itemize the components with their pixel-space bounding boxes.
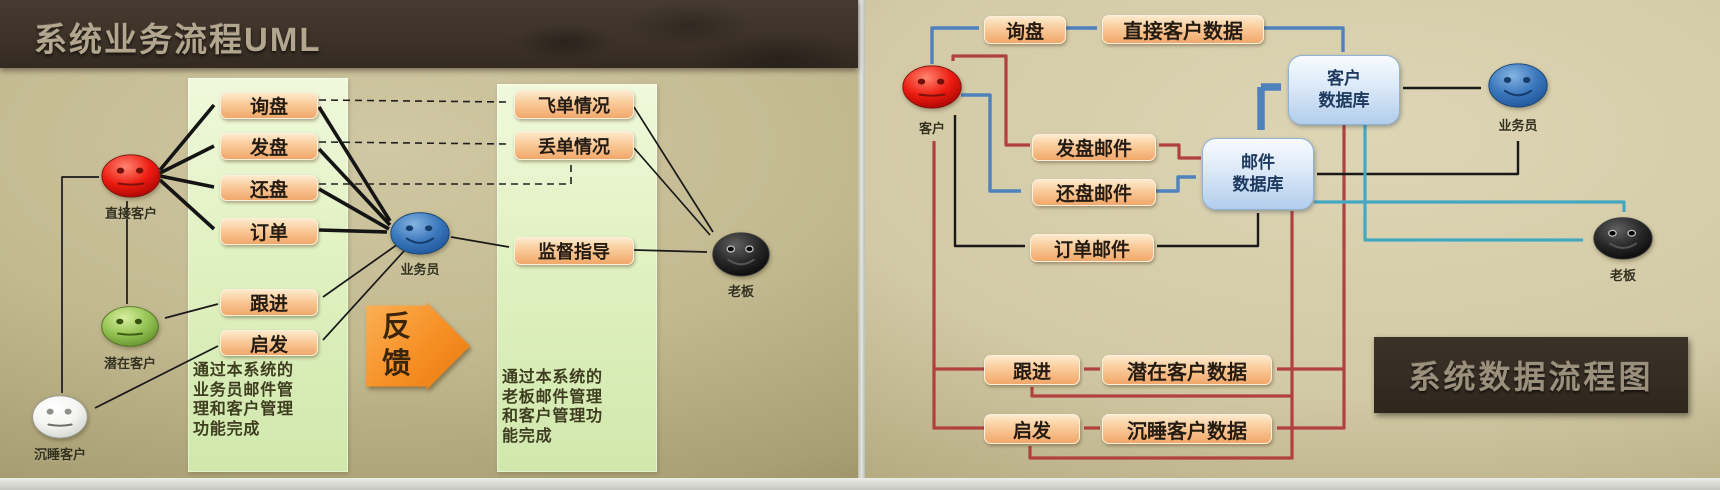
box-direct-customer-data: 直接客户数据 — [1102, 15, 1264, 44]
boss-data-smiley-icon — [1592, 216, 1654, 262]
box-dormant-customer-data: 沉睡客户数据 — [1102, 414, 1272, 444]
right-slide-title: 系统数据流程图 — [1408, 359, 1654, 395]
right-slide-title-box: 系统数据流程图 — [1374, 337, 1688, 413]
direct-customer-smiley-icon — [100, 153, 162, 200]
salesperson-label: 业务员 — [400, 262, 440, 277]
boss-smiley-icon — [711, 231, 771, 279]
arrow-salesperson-inspire — [322, 250, 405, 341]
flow-inspire-customer — [932, 141, 984, 430]
customer-db-line1: 客户 — [1327, 68, 1361, 88]
mail-db-line1: 邮件 — [1241, 152, 1275, 172]
direct-customer-label: 直接客户 — [104, 206, 157, 221]
salesperson-smiley-icon — [389, 211, 451, 257]
dashed-offer-lost-order — [318, 141, 508, 145]
potential-customer-label: 潜在客户 — [103, 356, 156, 371]
box-inspire: 启发 — [220, 330, 318, 356]
flow-customer-counter-mail — [961, 93, 1021, 193]
flow-customer-db-boss — [1363, 124, 1583, 242]
arrow-salesperson-followup — [322, 243, 399, 298]
box-inquiry-data: 询盘 — [984, 16, 1066, 44]
feedback-arrow: 反馈 — [366, 302, 470, 390]
box-fly-order: 飞单情况 — [514, 90, 634, 119]
customer-database-box: 客户 数据库 — [1288, 55, 1400, 125]
box-lost-order: 丢单情况 — [514, 131, 634, 160]
flow-customer-order-mail — [953, 115, 1025, 248]
arrow-direct-customer-offer — [159, 144, 215, 175]
box-counter-offer-mail: 还盘邮件 — [1032, 179, 1156, 206]
arrow-lost-order-boss — [633, 147, 711, 236]
flow-direct-data-customer-db — [1263, 26, 1345, 52]
box-supervise: 监督指导 — [514, 237, 634, 265]
boss-label: 老板 — [727, 284, 754, 299]
arrow-inspire-dormant-customer — [94, 345, 219, 409]
flow-mail-db-boss — [1314, 200, 1626, 212]
boss-data-label: 老板 — [1609, 268, 1636, 283]
dashed-counter-lost-order — [319, 163, 572, 185]
box-counter-offer: 还盘 — [220, 175, 318, 201]
arrow-fly-order-boss — [633, 106, 714, 233]
flow-customer-inquiry — [930, 26, 979, 64]
arrow-salesperson-counter — [318, 187, 390, 231]
flow-mail-db-followup — [1030, 211, 1294, 398]
left-slide-header: 系统业务流程UML — [0, 0, 858, 68]
box-inspire-data: 启发 — [984, 414, 1080, 444]
customer-smiley-icon — [901, 64, 963, 111]
slide-divider — [858, 0, 865, 490]
flow-mail-db-inspire — [1028, 396, 1294, 460]
dormant-customer-smiley-icon — [31, 394, 89, 441]
flow-order-mail-mail-db — [1157, 213, 1260, 248]
arrow-direct-customer-order — [158, 178, 216, 231]
flow-offer-mail-customer — [951, 54, 1030, 147]
dormant-customer-label: 沉睡客户 — [33, 447, 86, 462]
salesperson-data-smiley-icon — [1487, 62, 1549, 110]
feedback-label: 反馈 — [382, 311, 412, 380]
box-potential-customer-data: 潜在客户数据 — [1102, 355, 1272, 385]
note-boss-system: 通过本系统的老板邮件管理和客户管理功能完成 — [502, 369, 603, 445]
arrow-direct-customer-counter — [159, 174, 215, 189]
salesperson-data-label: 业务员 — [1498, 118, 1538, 133]
potential-customer-smiley-icon — [100, 305, 160, 349]
box-follow-up: 跟进 — [220, 289, 318, 316]
flow-mail-db-salesperson — [1317, 141, 1520, 176]
arrow-followup-potential-customer — [164, 303, 219, 319]
box-offer: 发盘 — [220, 133, 318, 160]
flow-mail-db-offer-mail — [1159, 143, 1201, 160]
arrow-dormant-to-direct-customer — [61, 176, 99, 393]
arrow-direct-customer-inquiry — [158, 103, 216, 172]
left-slide-title: 系统业务流程UML — [34, 21, 322, 58]
customer-db-line2: 数据库 — [1318, 91, 1370, 110]
box-order-mail: 订单邮件 — [1030, 234, 1154, 262]
arrow-salesperson-offer — [317, 147, 392, 227]
bottom-strip — [0, 478, 1720, 490]
arrow-salesperson-supervise — [450, 236, 510, 248]
mail-db-line2: 数据库 — [1232, 175, 1284, 194]
flow-counter-mail-mail-db — [1155, 175, 1196, 193]
customer-label: 客户 — [918, 121, 945, 136]
box-inquiry: 询盘 — [220, 92, 318, 119]
box-offer-mail: 发盘邮件 — [1032, 134, 1156, 161]
note-salesperson-system: 通过本系统的业务员邮件管理和客户管理功能完成 — [193, 362, 294, 438]
box-follow-up-data: 跟进 — [984, 355, 1080, 385]
arrow-supervise-boss — [633, 249, 708, 253]
mail-database-box: 邮件 数据库 — [1202, 138, 1314, 210]
arrow-salesperson-order — [318, 228, 388, 234]
flow-customer-db-dormant-data — [1277, 369, 1346, 430]
arrow-salesperson-inquiry — [317, 106, 392, 222]
box-order: 订单 — [220, 218, 318, 245]
dashed-inquiry-fly-order — [318, 99, 508, 103]
